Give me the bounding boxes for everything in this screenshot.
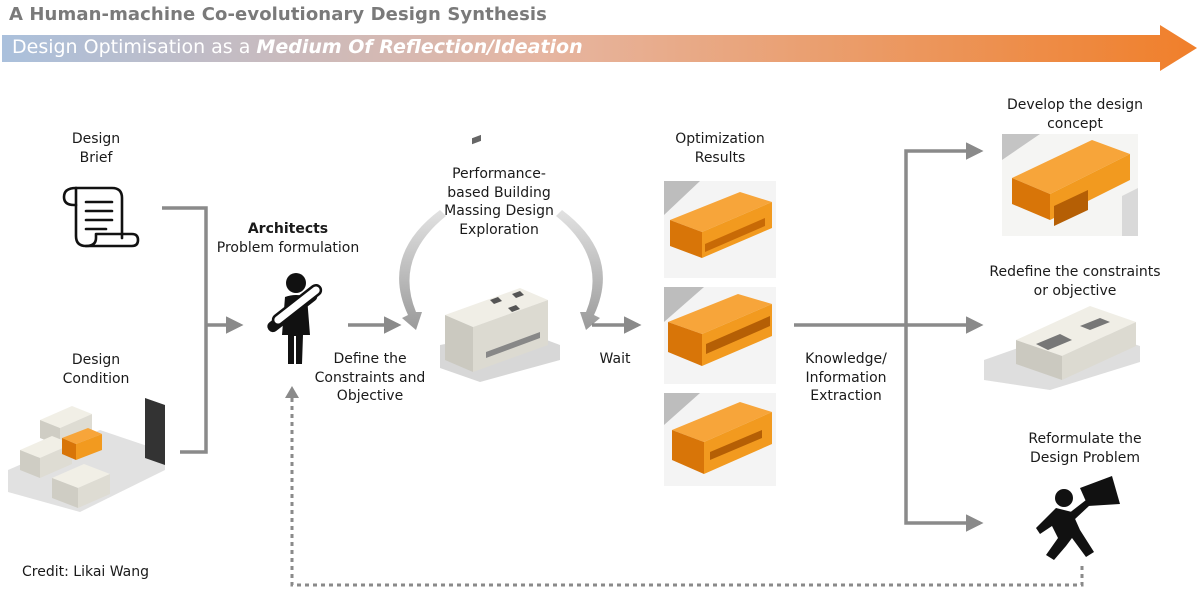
result-thumbnail-3 [664, 393, 776, 486]
architect-person-icon [267, 273, 323, 364]
credit-text: Credit: Likai Wang [22, 564, 150, 580]
result-thumbnail-2 [664, 287, 776, 384]
reformulate-outcome-label: Reformulate the Design Problem [1028, 431, 1142, 466]
design-condition-model [8, 398, 165, 512]
banner-text: Design Optimisation as a Medium Of Refle… [12, 36, 583, 58]
massing-model [440, 134, 560, 382]
define-step-label: Define the Constraints and Objective [314, 351, 426, 404]
input-bracket-arrow [162, 206, 244, 454]
wait-step-label: Wait [599, 351, 631, 367]
design-brief-label: Design Brief [71, 131, 121, 166]
outcome-branch-arrows [794, 142, 984, 532]
design-condition-label: Design Condition [62, 352, 130, 387]
develop-concept-image [1002, 134, 1138, 236]
banner-emphasis: Medium Of Reflection/Ideation [256, 36, 583, 58]
knowledge-step-label: Knowledge/ Information Extraction [805, 351, 887, 404]
results-step-label: Optimization Results [675, 131, 765, 166]
result-thumbnail-1 [664, 181, 776, 278]
architects-title: Architects [247, 221, 329, 237]
redefine-massing-image [984, 306, 1140, 390]
banner-prefix: Design Optimisation as a [12, 36, 257, 58]
page-title: A Human-machine Co-evolutionary Design S… [9, 4, 547, 25]
explorer-flashlight-icon [1036, 476, 1120, 560]
exploration-step-label: Performance- based Building Massing Desi… [444, 166, 554, 238]
banner-arrow [2, 25, 1197, 71]
feedback-loop-arrow [290, 396, 1084, 587]
feedback-arrowhead [285, 386, 299, 398]
scroll-icon [62, 186, 140, 248]
redefine-outcome-label: Redefine the constraints or objective [989, 264, 1161, 299]
cycle-arrows [399, 210, 603, 330]
architects-subtitle: Problem formulation [216, 240, 360, 256]
develop-outcome-label: Develop the design concept [1007, 97, 1143, 132]
